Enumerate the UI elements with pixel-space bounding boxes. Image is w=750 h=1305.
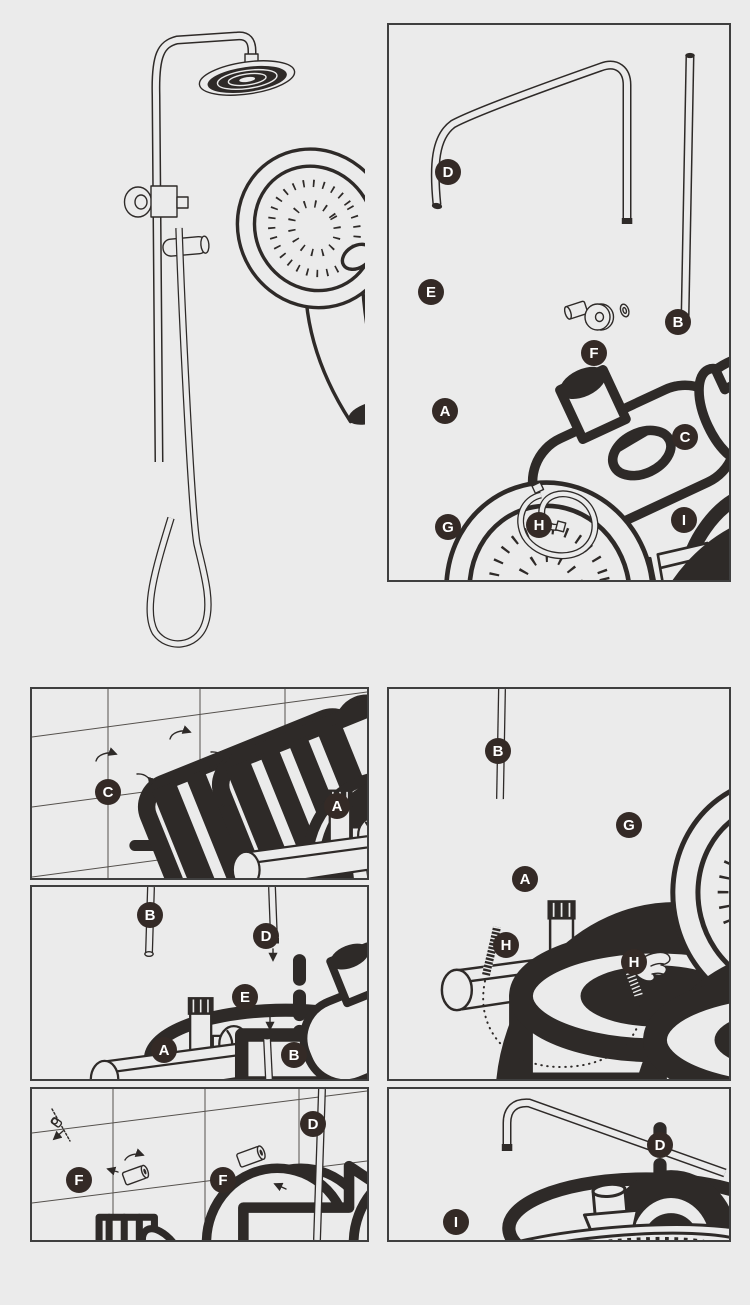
part-label-c: C xyxy=(95,779,121,805)
step2-drawing xyxy=(90,887,367,1079)
part-label-f: F xyxy=(581,340,607,366)
part-label-h: H xyxy=(493,932,519,958)
part-label-d: D xyxy=(300,1111,326,1137)
part-label-d: D xyxy=(253,923,279,949)
part-label-h: H xyxy=(526,512,552,538)
rain-shower-head xyxy=(198,60,296,96)
step1-drawing xyxy=(32,689,367,878)
parts-diagram-box: D B E F A C G H I xyxy=(387,23,731,582)
part-label-b: B xyxy=(281,1042,307,1068)
part-label-i: I xyxy=(443,1209,469,1235)
part-label-a: A xyxy=(432,398,458,424)
hand-shower xyxy=(196,108,365,451)
step4-box: B G A H H xyxy=(387,687,731,1081)
assembled-shower-drawing xyxy=(123,31,365,648)
parts-diagram-drawing xyxy=(407,52,729,580)
step1-box: C A xyxy=(30,687,369,880)
part-label-a: A xyxy=(512,866,538,892)
step2-box: B D E A B xyxy=(30,885,369,1081)
part-label-b: B xyxy=(665,309,691,335)
part-label-e: E xyxy=(232,984,258,1010)
part-label-c: C xyxy=(672,424,698,450)
rotate-arrow xyxy=(169,725,192,740)
assembled-shower-illustration xyxy=(55,10,365,650)
step5-box: D I xyxy=(387,1087,731,1242)
part-label-d: D xyxy=(647,1132,673,1158)
rotate-arrow xyxy=(95,747,118,762)
part-label-b: B xyxy=(137,902,163,928)
part-label-g: G xyxy=(435,514,461,540)
part-label-h: H xyxy=(621,949,647,975)
part-label-a: A xyxy=(151,1037,177,1063)
part-label-a: A xyxy=(324,793,350,819)
part-label-f: F xyxy=(66,1167,92,1193)
step5-drawing xyxy=(444,1098,729,1240)
part-label-b: B xyxy=(485,738,511,764)
rotate-arrow xyxy=(124,1148,145,1161)
part-label-f: F xyxy=(210,1167,236,1193)
part-label-e: E xyxy=(418,279,444,305)
step4-drawing xyxy=(441,689,729,1079)
step3-box: F F D xyxy=(30,1087,369,1242)
part-label-g: G xyxy=(616,812,642,838)
part-label-i: I xyxy=(671,507,697,533)
screw xyxy=(50,1117,63,1128)
part-label-d: D xyxy=(435,159,461,185)
